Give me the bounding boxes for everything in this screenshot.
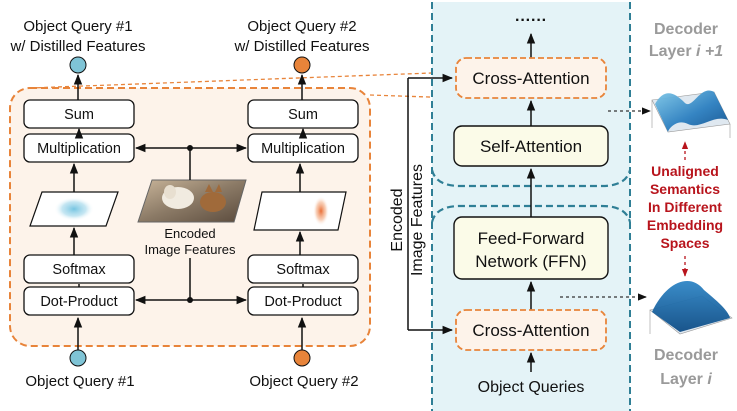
query1-output-dot	[69, 56, 87, 74]
embedding-surface-top	[651, 90, 731, 138]
query1-input-dot	[69, 349, 87, 367]
query2-top-label: Object Query #2	[247, 18, 356, 35]
semantics-line-4: Embedding	[647, 217, 723, 233]
query1-top-label-sub: w/ Distilled Features	[9, 38, 145, 55]
decoder-top-label: Decoder	[654, 21, 718, 38]
query2-output-dot	[293, 56, 311, 74]
svg-text:Sum: Sum	[288, 107, 318, 123]
svg-text:Dot-Product: Dot-Product	[40, 294, 117, 310]
svg-text:Sum: Sum	[64, 107, 94, 123]
softmax-box-2	[247, 254, 359, 284]
svg-text:Dot-Product: Dot-Product	[264, 294, 341, 310]
svg-text:Cross-Attention: Cross-Attention	[472, 321, 589, 340]
semantics-line-1: Unaligned	[651, 163, 719, 179]
svg-text:Multiplication: Multiplication	[261, 141, 345, 157]
ellipsis: ······	[515, 12, 547, 29]
cross-attention-bottom-box	[455, 309, 607, 351]
decoder-top-layer: Layer i +1	[649, 43, 723, 60]
embedding-surface-bottom	[649, 281, 733, 335]
decoder-bottom-label: Decoder	[654, 347, 718, 364]
ffn-box	[453, 216, 609, 280]
semantics-line-5: Spaces	[660, 235, 709, 251]
encoded-caption-2: Image Features	[144, 242, 236, 257]
side-label-encoded: Encoded	[389, 188, 406, 251]
encoded-image-picture	[137, 179, 247, 223]
svg-text:Softmax: Softmax	[276, 262, 330, 278]
cross-attention-top-box	[455, 57, 607, 99]
svg-text:Cross-Attention: Cross-Attention	[472, 69, 589, 88]
encoded-caption-1: Encoded	[164, 226, 215, 241]
object-queries-label: Object Queries	[478, 379, 585, 396]
query2-input-dot	[293, 349, 311, 367]
semantics-line-2: Semantics	[650, 181, 720, 197]
query2-bottom-label: Object Query #2	[249, 373, 358, 390]
decoder-bottom-layer: Layer i	[660, 371, 712, 388]
svg-text:Multiplication: Multiplication	[37, 141, 121, 157]
svg-text:Softmax: Softmax	[52, 262, 106, 278]
query1-bottom-label: Object Query #1	[25, 373, 134, 390]
semantics-line-3: In Different	[648, 199, 722, 215]
softmax-box-1	[23, 254, 135, 284]
attention-map-2	[253, 191, 347, 231]
query2-top-label-sub: w/ Distilled Features	[233, 38, 369, 55]
svg-text:Feed-Forward: Feed-Forward	[478, 229, 585, 248]
zoom-line-top	[29, 71, 459, 89]
self-attention-box	[453, 125, 609, 167]
side-label-image-features: Image Features	[409, 164, 426, 276]
svg-text:Network (FFN): Network (FFN)	[475, 252, 586, 271]
svg-text:Self-Attention: Self-Attention	[480, 137, 582, 156]
query1-top-label: Object Query #1	[23, 18, 132, 35]
